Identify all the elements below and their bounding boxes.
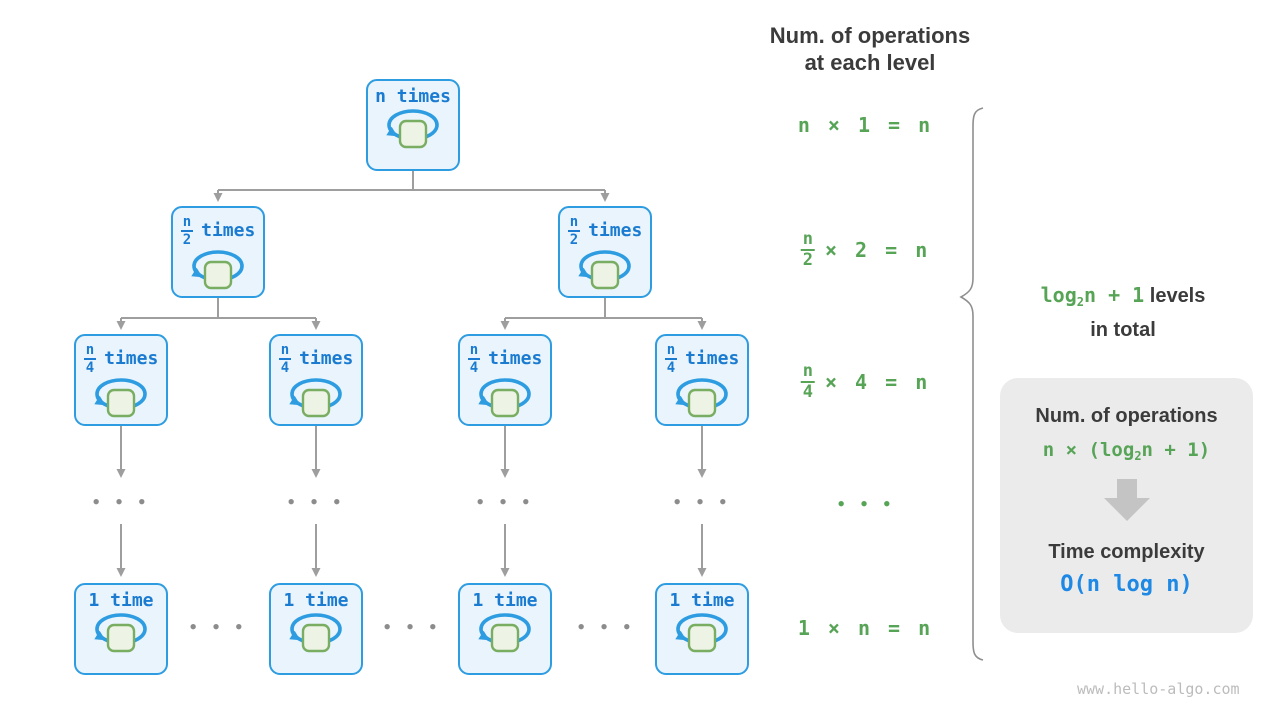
header-line1: Num. of operations — [769, 23, 971, 48]
down-arrow-icon — [1103, 479, 1150, 521]
loop-node-n4-times: n 4 times — [269, 334, 363, 426]
loop-icon — [578, 250, 631, 290]
node-label-text: 1 time — [283, 590, 349, 611]
node-label-text: times — [104, 348, 159, 369]
node-label-text: n times — [375, 86, 451, 107]
summary-formula: n × (log2n + 1) — [1042, 439, 1211, 463]
loop-icon — [289, 378, 342, 418]
formula-level1: n × 1 = n — [797, 113, 931, 137]
node-label: n 4 times — [664, 342, 740, 376]
loop-node-n2-times: n 2 times — [558, 206, 652, 298]
node-label: 1 time — [88, 592, 153, 610]
ellipsis-dots: • • • — [286, 493, 346, 512]
loop-node-n-times: n times — [366, 79, 460, 171]
node-label-text: times — [588, 220, 643, 241]
ellipsis-dots: • • • — [382, 618, 442, 637]
loop-icon — [675, 378, 728, 418]
summary-title-complexity: Time complexity — [1048, 541, 1205, 563]
loop-node-n2-times: n 2 times — [171, 206, 265, 298]
loop-icon — [191, 250, 244, 290]
fraction: n 4 — [278, 342, 292, 376]
ellipsis-dots-green: • • • — [836, 495, 896, 514]
formula-level2: n 2 × 2 = n — [800, 229, 928, 270]
levels-label-line2: in total — [1090, 319, 1156, 341]
levels-label-line1: log2n + 1 levels — [1040, 283, 1206, 309]
loop-node-n4-times: n 4 times — [655, 334, 749, 426]
ellipsis-dots: • • • — [475, 493, 535, 512]
loop-icon — [386, 109, 439, 149]
fraction: n 4 — [83, 342, 97, 376]
node-label: 1 time — [669, 592, 734, 610]
loop-icon — [289, 613, 342, 653]
node-label: n 4 times — [278, 342, 354, 376]
loop-node-n4-times: n 4 times — [74, 334, 168, 426]
loop-node-n4-times: n 4 times — [458, 334, 552, 426]
fraction: n 4 — [664, 342, 678, 376]
loop-node-1-time: 1 time — [269, 583, 363, 675]
fraction: n 4 — [467, 342, 481, 376]
loop-icon — [478, 613, 531, 653]
loop-node-1-time: 1 time — [74, 583, 168, 675]
loop-icon — [94, 378, 147, 418]
node-label-text: times — [299, 348, 354, 369]
ellipsis-dots: • • • — [188, 618, 248, 637]
node-label: n 4 times — [83, 342, 159, 376]
summary-complexity-value: O(n log n) — [1060, 572, 1193, 597]
levels-brace — [959, 107, 984, 661]
watermark: www.hello-algo.com — [1077, 680, 1240, 698]
ellipsis-dots: • • • — [91, 493, 151, 512]
node-label: 1 time — [283, 592, 348, 610]
node-label: n 2 times — [180, 214, 256, 248]
levels-label: log2n + 1 levels in total — [1018, 281, 1228, 344]
formula-level3: n 4 × 4 = n — [800, 361, 928, 402]
header-line2: at each level — [804, 50, 936, 75]
node-label-text: 1 time — [669, 590, 735, 611]
ellipsis-dots: • • • — [672, 493, 732, 512]
summary-box: Num. of operations n × (log2n + 1) Time … — [1000, 378, 1253, 633]
loop-icon — [478, 378, 531, 418]
loop-node-1-time: 1 time — [655, 583, 749, 675]
loop-icon — [94, 613, 147, 653]
node-label: n 4 times — [467, 342, 543, 376]
node-label-text: times — [201, 220, 256, 241]
fraction: n 2 — [800, 229, 815, 270]
loop-node-1-time: 1 time — [458, 583, 552, 675]
node-label-text: times — [488, 348, 543, 369]
operations-header: Num. of operations at each level — [755, 22, 985, 76]
node-label-text: 1 time — [88, 590, 154, 611]
ellipsis-dots: • • • — [576, 618, 636, 637]
loop-icon — [675, 613, 728, 653]
fraction: n 4 — [800, 361, 815, 402]
node-label: n 2 times — [567, 214, 643, 248]
node-label: n times — [375, 88, 451, 106]
fraction: n 2 — [567, 214, 581, 248]
node-label-text: times — [685, 348, 740, 369]
node-label: 1 time — [472, 592, 537, 610]
summary-title-operations: Num. of operations — [1035, 405, 1218, 427]
formula-level4: 1 × n = n — [797, 616, 931, 640]
fraction: n 2 — [180, 214, 194, 248]
node-label-text: 1 time — [472, 590, 538, 611]
